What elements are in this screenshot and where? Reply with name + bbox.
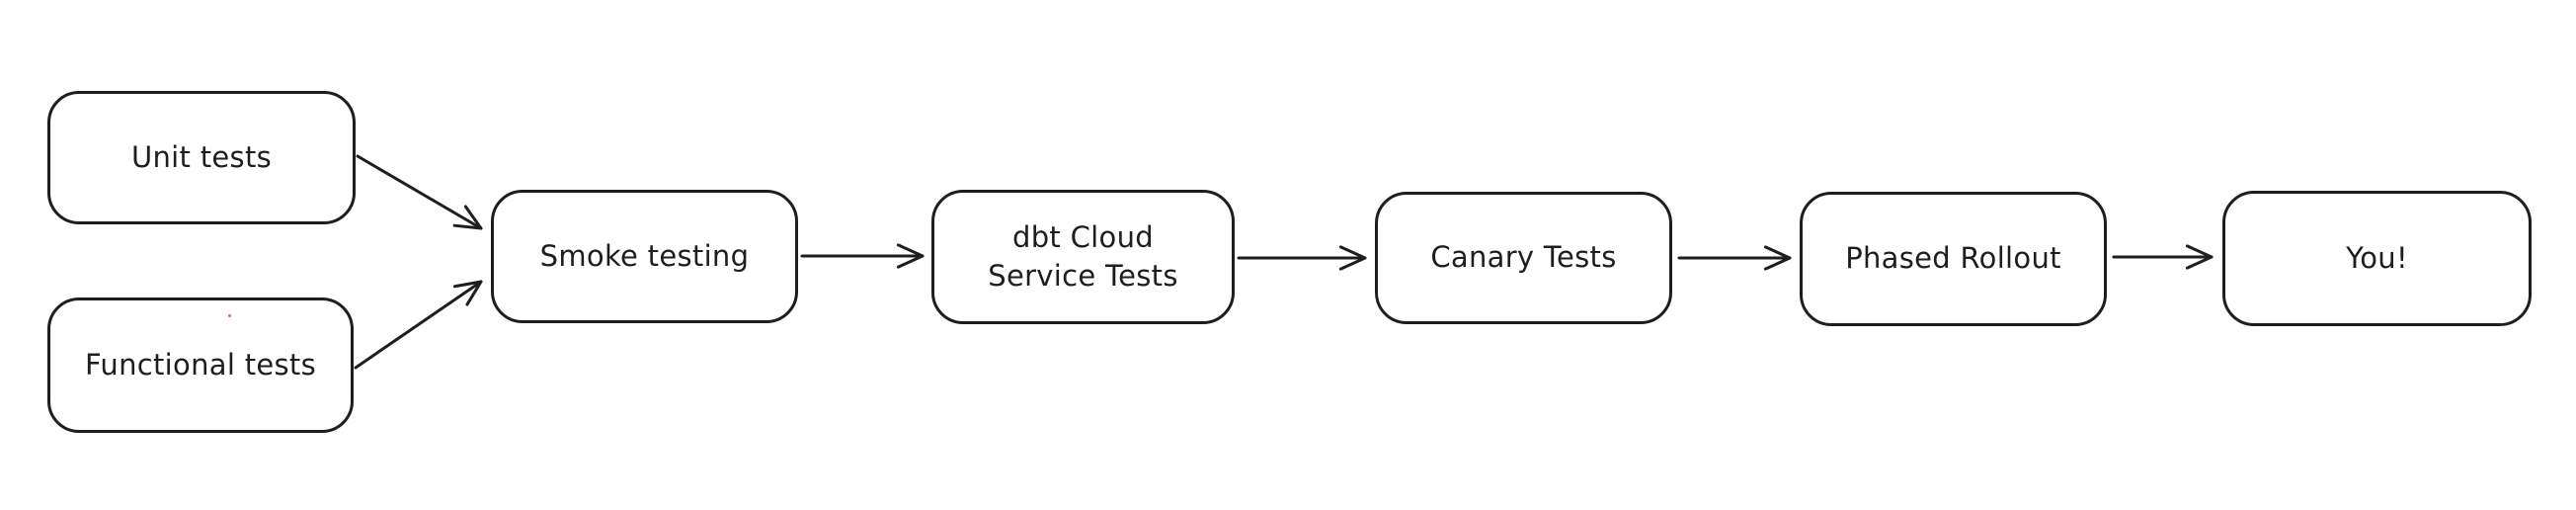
node-label: You! — [2346, 240, 2408, 275]
node-phased-rollout: Phased Rollout — [1800, 192, 2107, 326]
node-label: Phased Rollout — [1845, 241, 2061, 276]
node-label: Smoke testing — [539, 238, 750, 273]
edge-unit-tests-to-smoke-testing — [356, 154, 483, 230]
node-canary-tests: Canary Tests — [1375, 192, 1672, 324]
node-label: Unit tests — [130, 139, 273, 174]
node-label: dbt Cloud Service Tests — [988, 219, 1178, 293]
node-you: You! — [2222, 191, 2532, 326]
node-functional-tests: Functional tests — [47, 298, 354, 433]
node-smoke-testing: Smoke testing — [491, 190, 798, 323]
node-unit-tests: Unit tests — [47, 91, 356, 224]
stray-red-dot — [228, 314, 231, 317]
node-label: Canary Tests — [1430, 240, 1617, 275]
node-label: Functional tests — [85, 347, 316, 382]
edge-functional-tests-to-smoke-testing — [354, 280, 483, 370]
node-dbt-cloud-service-tests: dbt Cloud Service Tests — [931, 190, 1235, 324]
